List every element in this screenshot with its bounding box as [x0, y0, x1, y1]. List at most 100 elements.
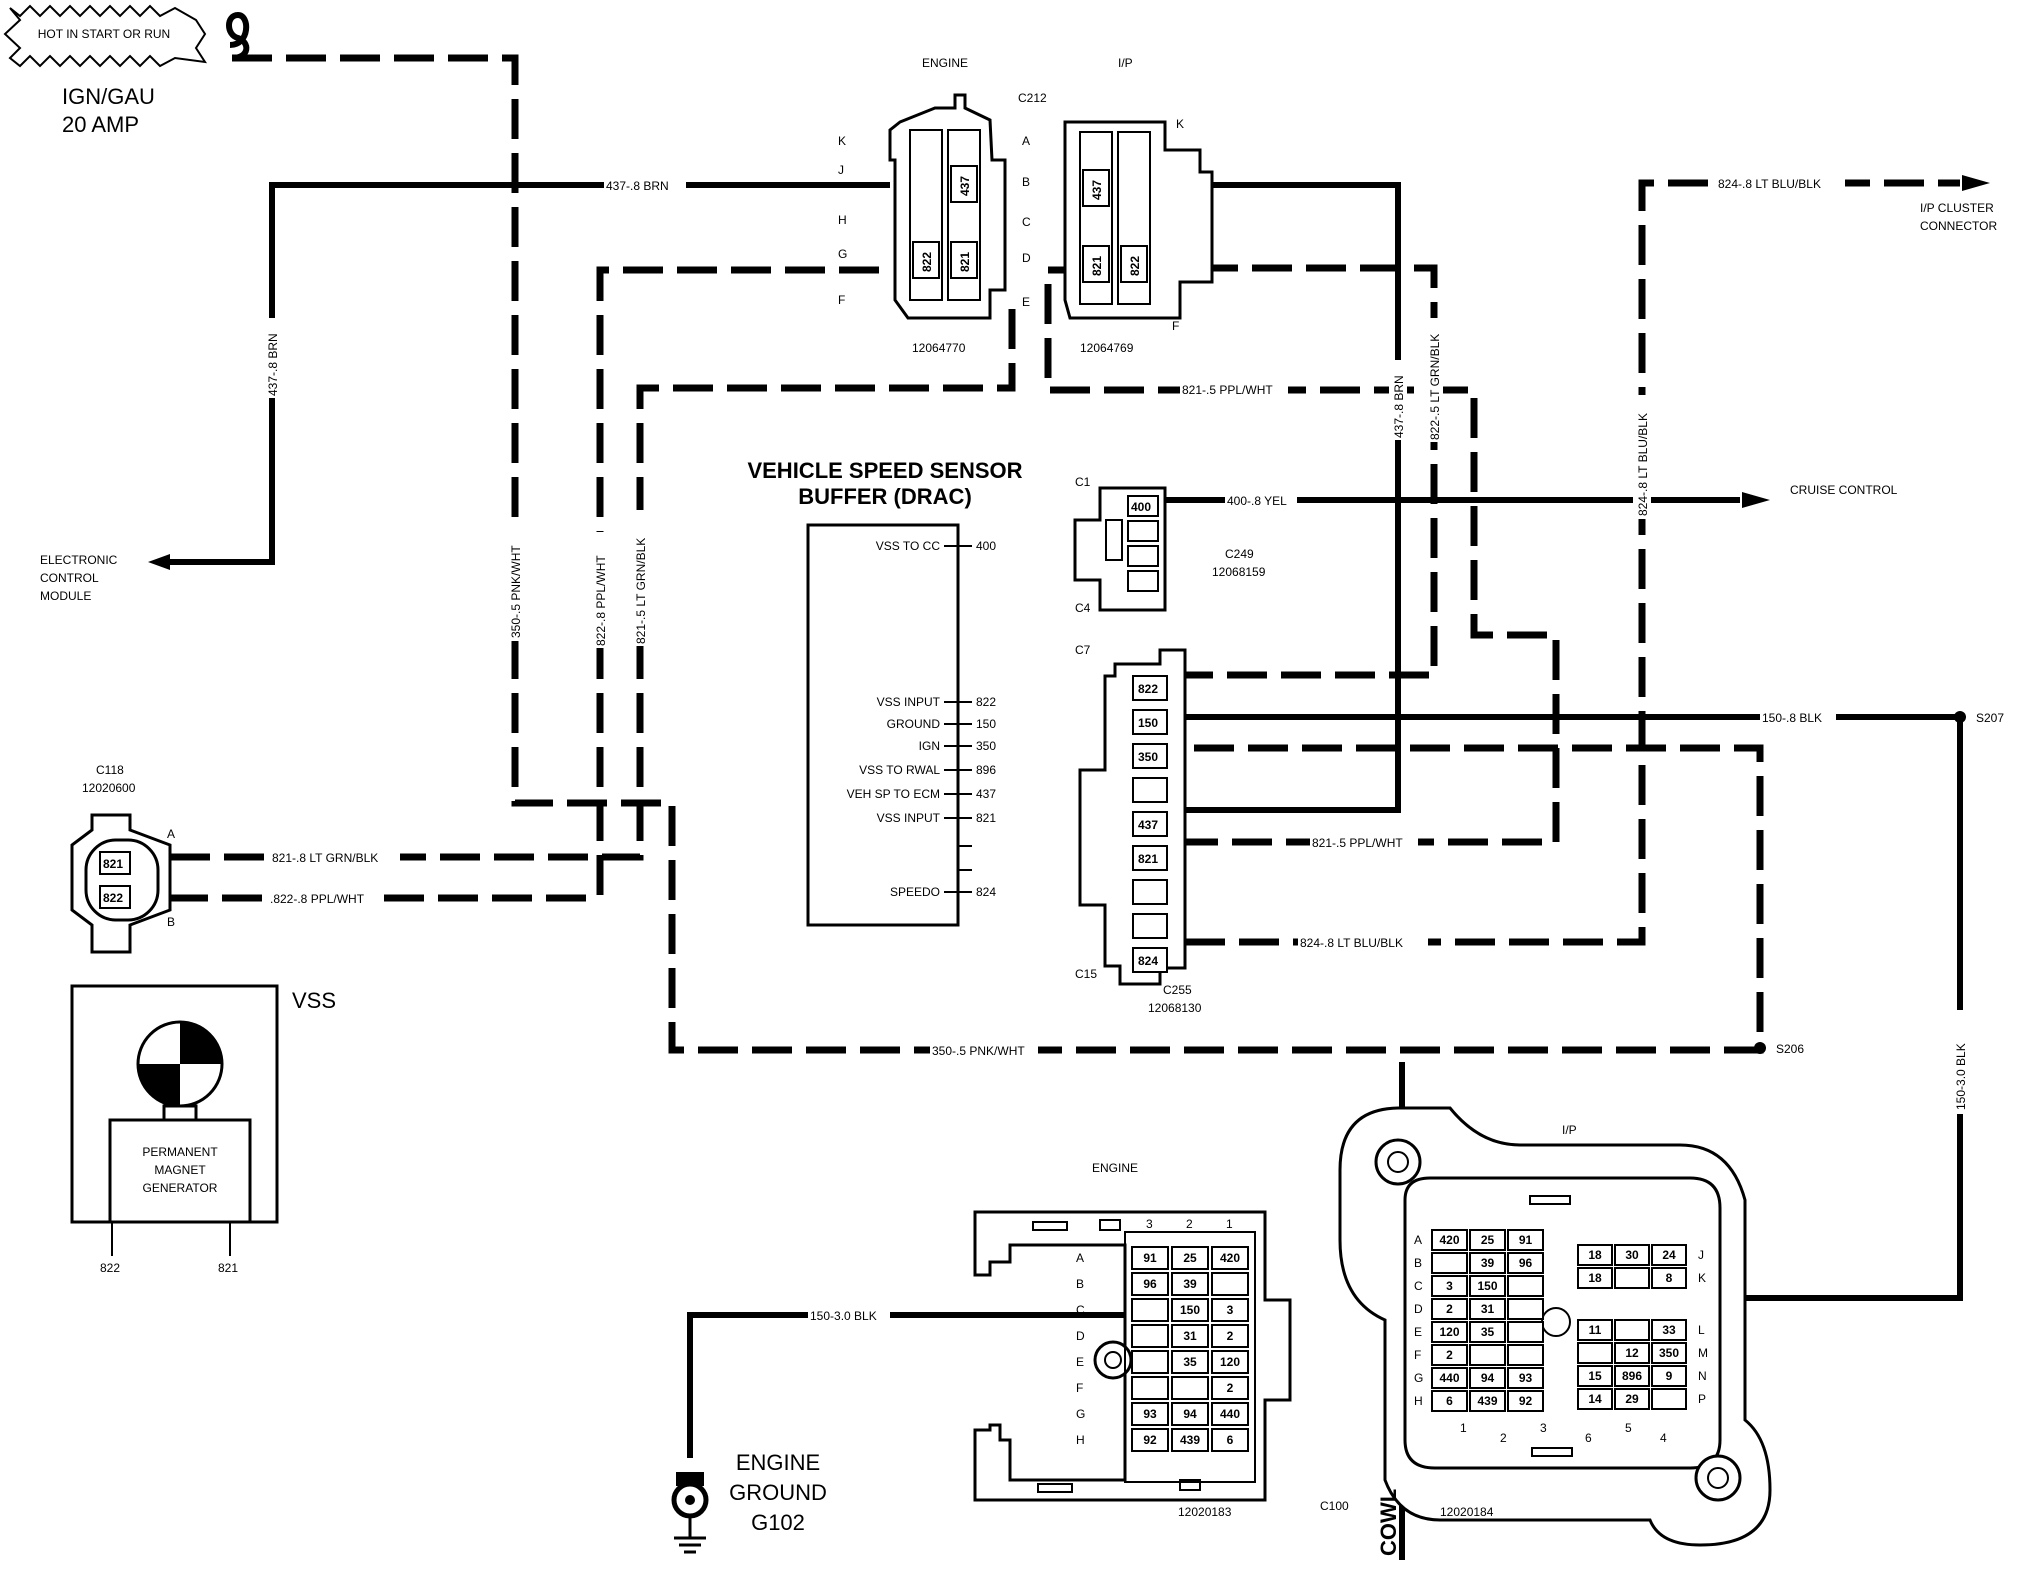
label-821-ppl-wht-mid: 821-.5 PPL/WHT [1312, 836, 1403, 850]
c249-cav-400: 400 [1131, 500, 1151, 514]
buffer-pin-label: SPEEDO [890, 885, 940, 899]
c100-engine-cavity-label: 92 [1143, 1433, 1157, 1447]
c100-ip-cavity [1469, 1229, 1506, 1251]
c100-ip-right-cavity-label: 8 [1666, 1271, 1673, 1285]
buffer-pin-number: 896 [976, 763, 996, 777]
c100-ip-right-row: N [1698, 1369, 1707, 1383]
label-c118-822: .822-.8 PPL/WHT [270, 892, 365, 906]
c100-ip-row: G [1414, 1371, 1423, 1385]
c100-ip-cavity [1431, 1367, 1468, 1389]
c100-ip-cavity-label: 91 [1519, 1233, 1533, 1247]
c118-pin-a: A [167, 827, 175, 841]
c100-ip-cavity-label: 2 [1446, 1348, 1453, 1362]
c100-ip-right-cavity [1577, 1244, 1613, 1266]
c100-ip-right-cavity-label: 12 [1625, 1346, 1639, 1360]
c100-ip-bottom-num: 1 [1460, 1421, 1467, 1435]
label-150-30-ground: 150-3.0 BLK [810, 1309, 877, 1323]
c255-cavity-label: 821 [1138, 852, 1158, 866]
c100-engine-cavity-label: 35 [1183, 1355, 1197, 1369]
c100-ip-right-cavity-label: 14 [1588, 1392, 1602, 1406]
c100-ip-right-cavity [1577, 1342, 1613, 1364]
wire-822-lt-grn-blk [1090, 264, 1438, 679]
c100-ip-cavity-label: 6 [1446, 1394, 1453, 1408]
c100-engine-cavity-label: 2 [1227, 1329, 1234, 1343]
cowl-label: COWL [1376, 1489, 1401, 1556]
hot-in-start-label: HOT IN START OR RUN [38, 27, 170, 41]
splice-s207 [1954, 711, 1966, 723]
c100-ip-label: I/P [1562, 1123, 1577, 1137]
engine-ground-g102: ENGINE GROUND G102 [671, 1450, 827, 1554]
c100-engine-cavity [1171, 1350, 1209, 1374]
c100-ip-right-cavity-label: 29 [1625, 1392, 1639, 1406]
buffer-pin-label: VSS INPUT [877, 811, 941, 825]
c100-engine-cavity-label: 2 [1227, 1381, 1234, 1395]
c100-engine-cavity-label: 150 [1180, 1303, 1200, 1317]
c100-ip-cavity [1431, 1252, 1468, 1274]
c100-engine-cavity [1211, 1376, 1249, 1400]
buffer-pin-label: VSS INPUT [877, 695, 941, 709]
c100-ip-cavity-label: 31 [1481, 1302, 1495, 1316]
c100-ip-right-cavity-label: 896 [1622, 1369, 1642, 1383]
label-437-brn: 437-.8 BRN [606, 179, 669, 193]
c100-engine-cavity [1131, 1246, 1169, 1270]
c255-part: 12068130 [1148, 1001, 1202, 1015]
c100-id: C100 [1320, 1499, 1349, 1513]
c100-ip-cavity [1469, 1298, 1506, 1320]
c100-ip-bottom-num: 3 [1540, 1421, 1547, 1435]
c100-engine-cavity [1131, 1298, 1169, 1322]
buffer-pin-label: VEH SP TO ECM [847, 787, 940, 801]
c100-engine-cavity [1171, 1298, 1209, 1322]
c255-cavity [1132, 913, 1168, 939]
c100-engine-cavity [1211, 1246, 1249, 1270]
arrow-ecm [148, 554, 170, 570]
c100-ip-cavity [1469, 1390, 1506, 1412]
c212-id: C212 [1018, 91, 1047, 105]
c100-engine-col: 3 [1146, 1217, 1153, 1231]
c100-ip-row: D [1414, 1302, 1423, 1316]
c212-engine-part: 12064770 [912, 341, 966, 355]
ip-cluster-label-1: I/P CLUSTER [1920, 201, 1994, 215]
splices: S207 S206 [1754, 711, 2004, 1056]
c100-engine-cavity [1171, 1402, 1209, 1426]
c255-cavity [1132, 879, 1168, 905]
c100-ip-row: C [1414, 1279, 1423, 1293]
c100-ip-cavity-label: 150 [1477, 1279, 1497, 1293]
label-150-30-vert: 150-3.0 BLK [1954, 1043, 1968, 1110]
c212-cav-822-engine: 822 [920, 252, 934, 272]
buffer-pin-number: 150 [976, 717, 996, 731]
c212-cav-437-ip: 437 [1090, 180, 1104, 200]
c100-ip-right-cavity [1577, 1365, 1613, 1387]
arrow-ip-cluster [1962, 175, 1990, 191]
label-821-ppl-wht-top: 821-.5 PPL/WHT [1182, 383, 1273, 397]
c100-engine-col: 2 [1186, 1217, 1193, 1231]
c249-id: C249 [1225, 547, 1254, 561]
c255-cavity-label: 822 [1138, 682, 1158, 696]
c255-cavity [1132, 947, 1168, 973]
connector-c212: ENGINE I/P C212 822 821 437 437 821 822 … [838, 56, 1214, 355]
label-824-vert: 824-.8 LT BLU/BLK [1636, 413, 1650, 516]
c255-cavity [1132, 743, 1168, 769]
wire-822-ppl-wht [596, 266, 890, 895]
c212-cav-822-ip: 822 [1128, 256, 1142, 276]
c100-ip-right-cavity [1577, 1319, 1613, 1341]
c255-c15: C15 [1075, 967, 1097, 981]
c100-engine-cavity-label: 420 [1220, 1251, 1240, 1265]
c100-ip-right-cavity [1614, 1267, 1650, 1289]
buffer-pin-label: VSS TO RWAL [859, 763, 940, 777]
c100-engine-label: ENGINE [1092, 1161, 1138, 1175]
c100-ip-right-cavity-label: 33 [1662, 1323, 1676, 1337]
fuse-rating: 20 AMP [62, 112, 139, 137]
c100-engine-cavity [1131, 1272, 1169, 1296]
vss-term-821: 821 [218, 1261, 238, 1275]
wire-labels: 437-.8 BRN 437-.8 BRN 821-.5 PPL/WHT 437… [263, 174, 1969, 1324]
c255-c7: C7 [1075, 643, 1091, 657]
c100-engine-row: B [1076, 1277, 1084, 1291]
c100-ip-cavity-label: 439 [1477, 1394, 1497, 1408]
c100-engine-row: G [1076, 1407, 1085, 1421]
c100-engine-cavity-label: 439 [1180, 1433, 1200, 1447]
c100-engine-row: H [1076, 1433, 1085, 1447]
c249-c1: C1 [1075, 475, 1091, 489]
c212-pin-h: H [838, 213, 847, 227]
